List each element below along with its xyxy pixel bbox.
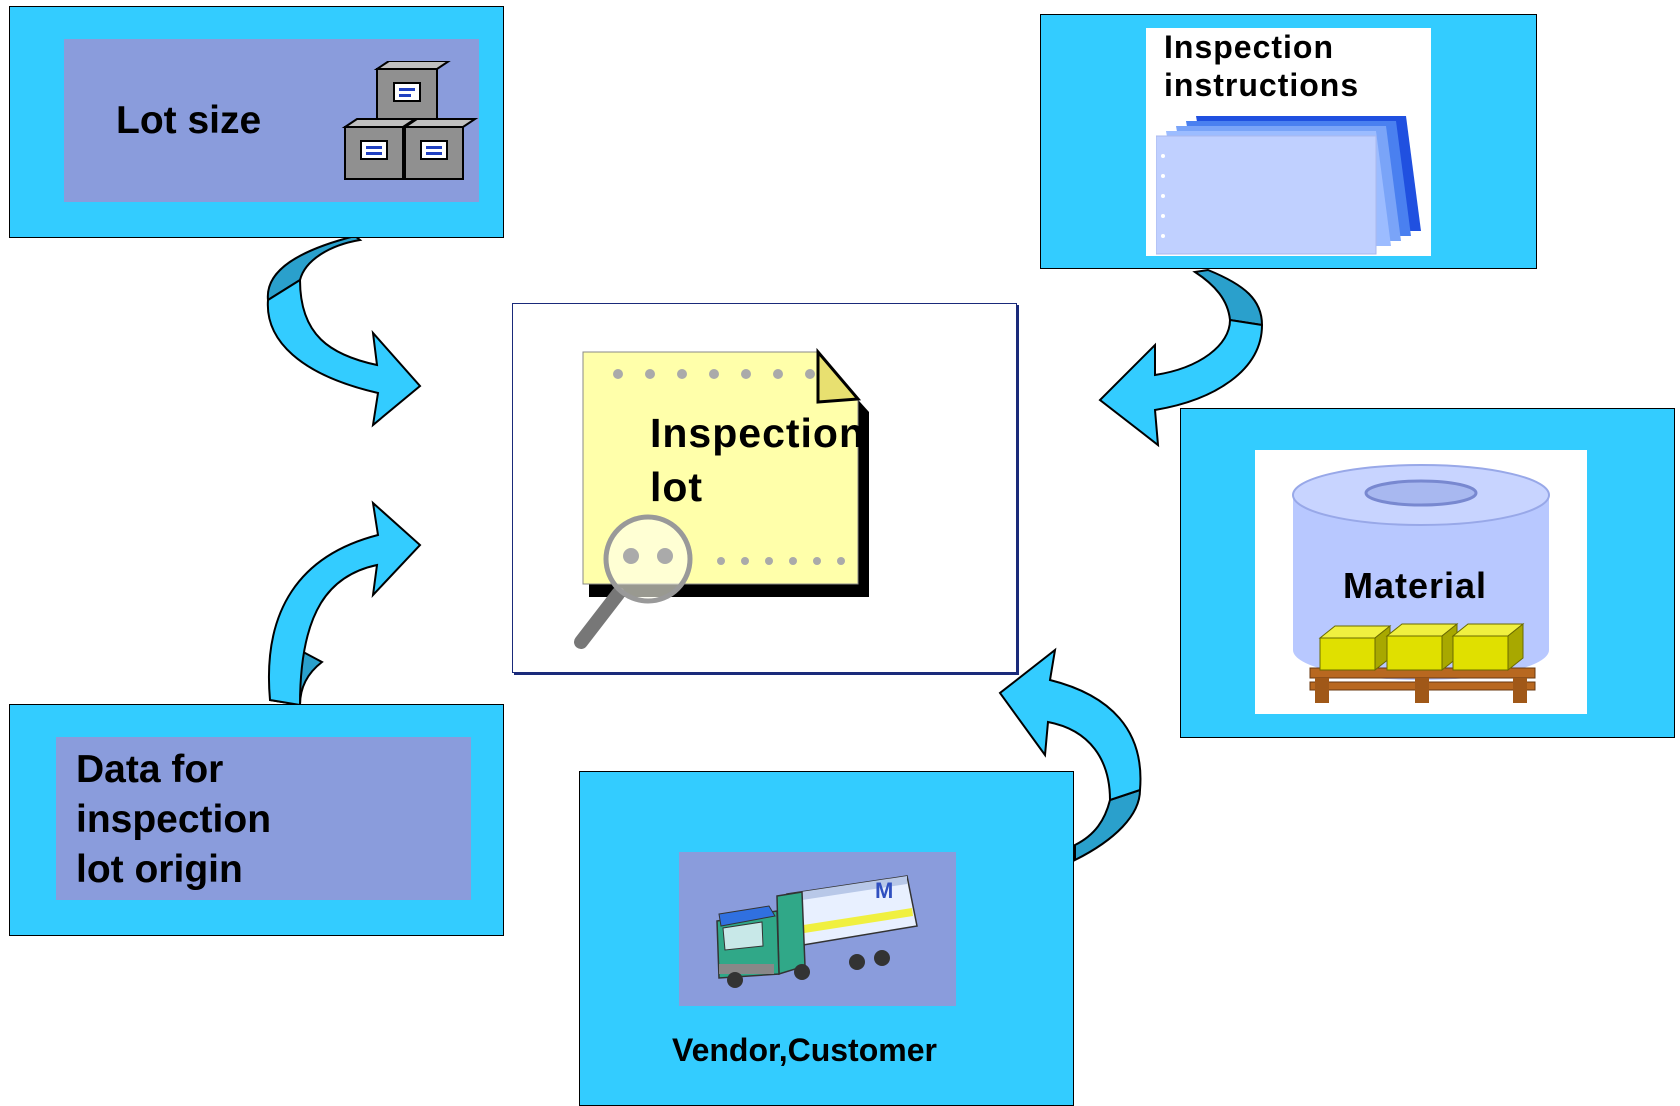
data-origin-label: Data for inspection lot origin — [76, 748, 272, 891]
truck-icon — [716, 875, 918, 988]
material-cylinder-icon — [1292, 464, 1550, 703]
instruction-pages-icon — [1156, 116, 1421, 255]
data-origin-panel: Data for inspection lot origin — [56, 737, 471, 900]
lot-size-label: Lot size — [116, 99, 262, 142]
inspection-note-icon — [574, 347, 869, 649]
inspection-instructions-panel: Inspection instructions — [1146, 28, 1431, 256]
arrow-lot-size-to-inspection-lot — [266, 234, 422, 428]
inspection-lot-frame: Inspection lot — [512, 303, 1017, 673]
lot-size-box: Lot size — [9, 6, 504, 238]
arrow-vendor-to-inspection-lot — [998, 647, 1142, 862]
lot-size-panel: Lot size — [64, 39, 479, 202]
arrow-instructions-to-inspection-lot — [1098, 268, 1264, 448]
inspection-instructions-box: Inspection instructions — [1040, 14, 1537, 269]
material-label: Material — [1343, 565, 1488, 606]
vendor-customer-box: M Vendor,Customer — [579, 771, 1074, 1106]
inspection-instructions-label: Inspection instructions — [1164, 29, 1360, 103]
material-box: Material — [1180, 408, 1675, 738]
vendor-customer-panel: M — [679, 852, 956, 1006]
data-origin-box: Data for inspection lot origin — [9, 704, 504, 936]
inspection-lot-label: Inspection lot — [650, 410, 866, 510]
truck-mark: M — [875, 878, 894, 903]
vendor-customer-label: Vendor,Customer — [672, 1032, 937, 1068]
material-panel: Material — [1255, 450, 1587, 714]
arrow-data-origin-to-inspection-lot — [268, 500, 422, 707]
boxes-icon — [341, 61, 479, 180]
